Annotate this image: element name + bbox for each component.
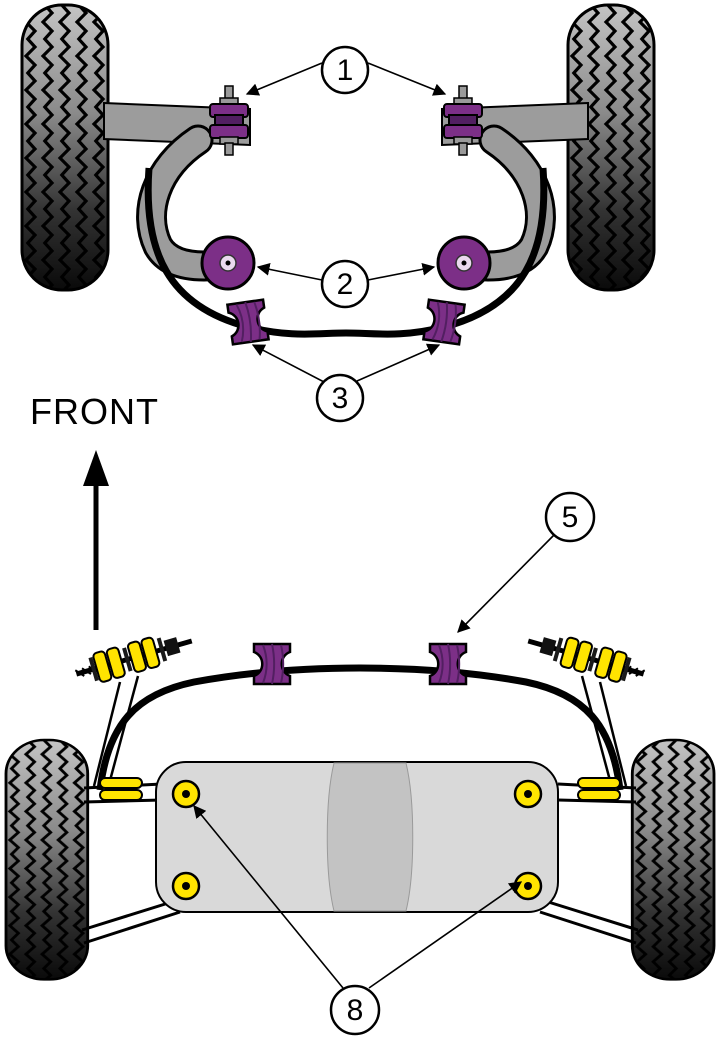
callout-3-circle [315, 373, 365, 423]
callout-8-arrow-right [368, 881, 523, 989]
rear-anti-roll-bar [96, 664, 624, 791]
callout-8: 8 [193, 805, 523, 1036]
callout-3-arrow-right [356, 343, 441, 382]
subframe-center-band [326, 762, 414, 912]
callout-5-label: 5 [562, 501, 579, 534]
callout-1-arrow-right [367, 62, 447, 96]
tire-rear-right [630, 738, 716, 981]
callout-8-arrow-left [193, 805, 344, 989]
front-arrow-head [83, 450, 109, 486]
callout-5-arrow [457, 534, 555, 633]
callout-2-arrow-left [256, 263, 323, 281]
front-label: FRONT [30, 391, 159, 432]
tire-front-left [20, 3, 110, 292]
subframe-bush-front-left-center [182, 790, 190, 798]
callout-2-circle [320, 259, 370, 309]
callout-8-label: 8 [347, 994, 364, 1027]
callout-1: 1 [245, 45, 447, 96]
subframe-bush-front-right-center [524, 790, 532, 798]
subframe-bush-rear-left-center [182, 882, 190, 890]
callout-2-label: 2 [337, 268, 354, 301]
rear-arb-bush-left [252, 642, 292, 686]
tie-bar-kit-left [72, 627, 196, 689]
callout-3: 3 [251, 343, 441, 423]
callout-5-circle [544, 491, 596, 543]
front-anti-roll-bar [144, 167, 548, 338]
callout-1-circle [320, 45, 370, 95]
callout-8-circle [329, 984, 381, 1036]
callout-1-label: 1 [337, 54, 354, 87]
front-view-section: 1 2 3 [20, 3, 656, 423]
rear-arb-bush-right [428, 642, 468, 686]
callout-3-label: 3 [332, 382, 349, 415]
rear-view-section: 5 8 [4, 491, 716, 1036]
callout-2: 2 [256, 259, 436, 309]
subframe-bush-rear-right-center [524, 882, 532, 890]
control-arm-left [104, 86, 254, 289]
tie-bar-kit-right [524, 627, 648, 689]
callout-1-arrow-left [245, 62, 323, 96]
callout-2-arrow-right [367, 262, 436, 281]
tire-rear-left [4, 738, 90, 981]
callout-3-arrow-left [251, 344, 325, 383]
tire-front-right [566, 3, 656, 292]
callout-5: 5 [457, 491, 596, 633]
control-arm-right [438, 86, 588, 289]
front-direction-indicator: FRONT [30, 391, 159, 630]
